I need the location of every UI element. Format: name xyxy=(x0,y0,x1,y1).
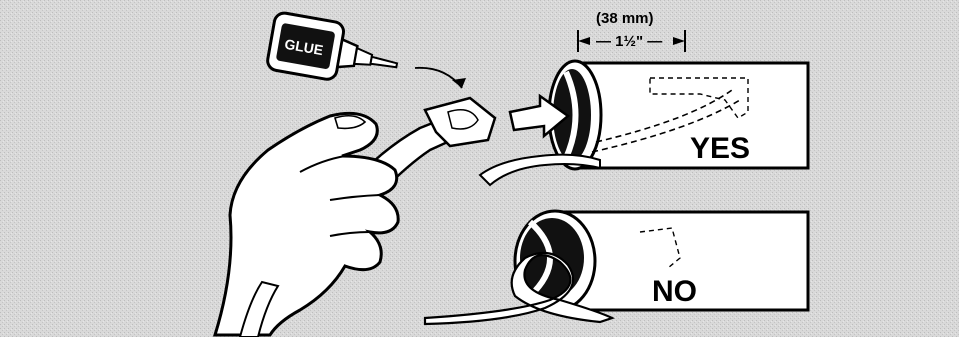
strip-tail xyxy=(238,280,280,337)
hidden-strip-end xyxy=(639,227,681,269)
bottom-tube: NO xyxy=(423,209,810,326)
hand xyxy=(212,111,400,337)
dimension-imperial-label: — 1½" — xyxy=(596,33,662,50)
glue-bottle: GLUE xyxy=(266,11,466,89)
glue-blob xyxy=(447,109,479,130)
top-tube: YES xyxy=(547,59,810,171)
looped-strip xyxy=(423,251,615,326)
dimension-marker: (38 mm) — 1½" — xyxy=(577,10,686,52)
insert-arrow-icon xyxy=(508,93,571,139)
glue-label: GLUE xyxy=(283,36,324,59)
hand-with-strip xyxy=(212,96,601,337)
tube-opening xyxy=(553,69,591,161)
yes-label: YES xyxy=(690,132,750,165)
strip-feed xyxy=(478,153,601,187)
hidden-strip-end xyxy=(649,77,749,119)
dimension-metric-label: (38 mm) xyxy=(596,10,654,27)
no-label: NO xyxy=(652,275,697,308)
thumbnail xyxy=(334,114,367,130)
